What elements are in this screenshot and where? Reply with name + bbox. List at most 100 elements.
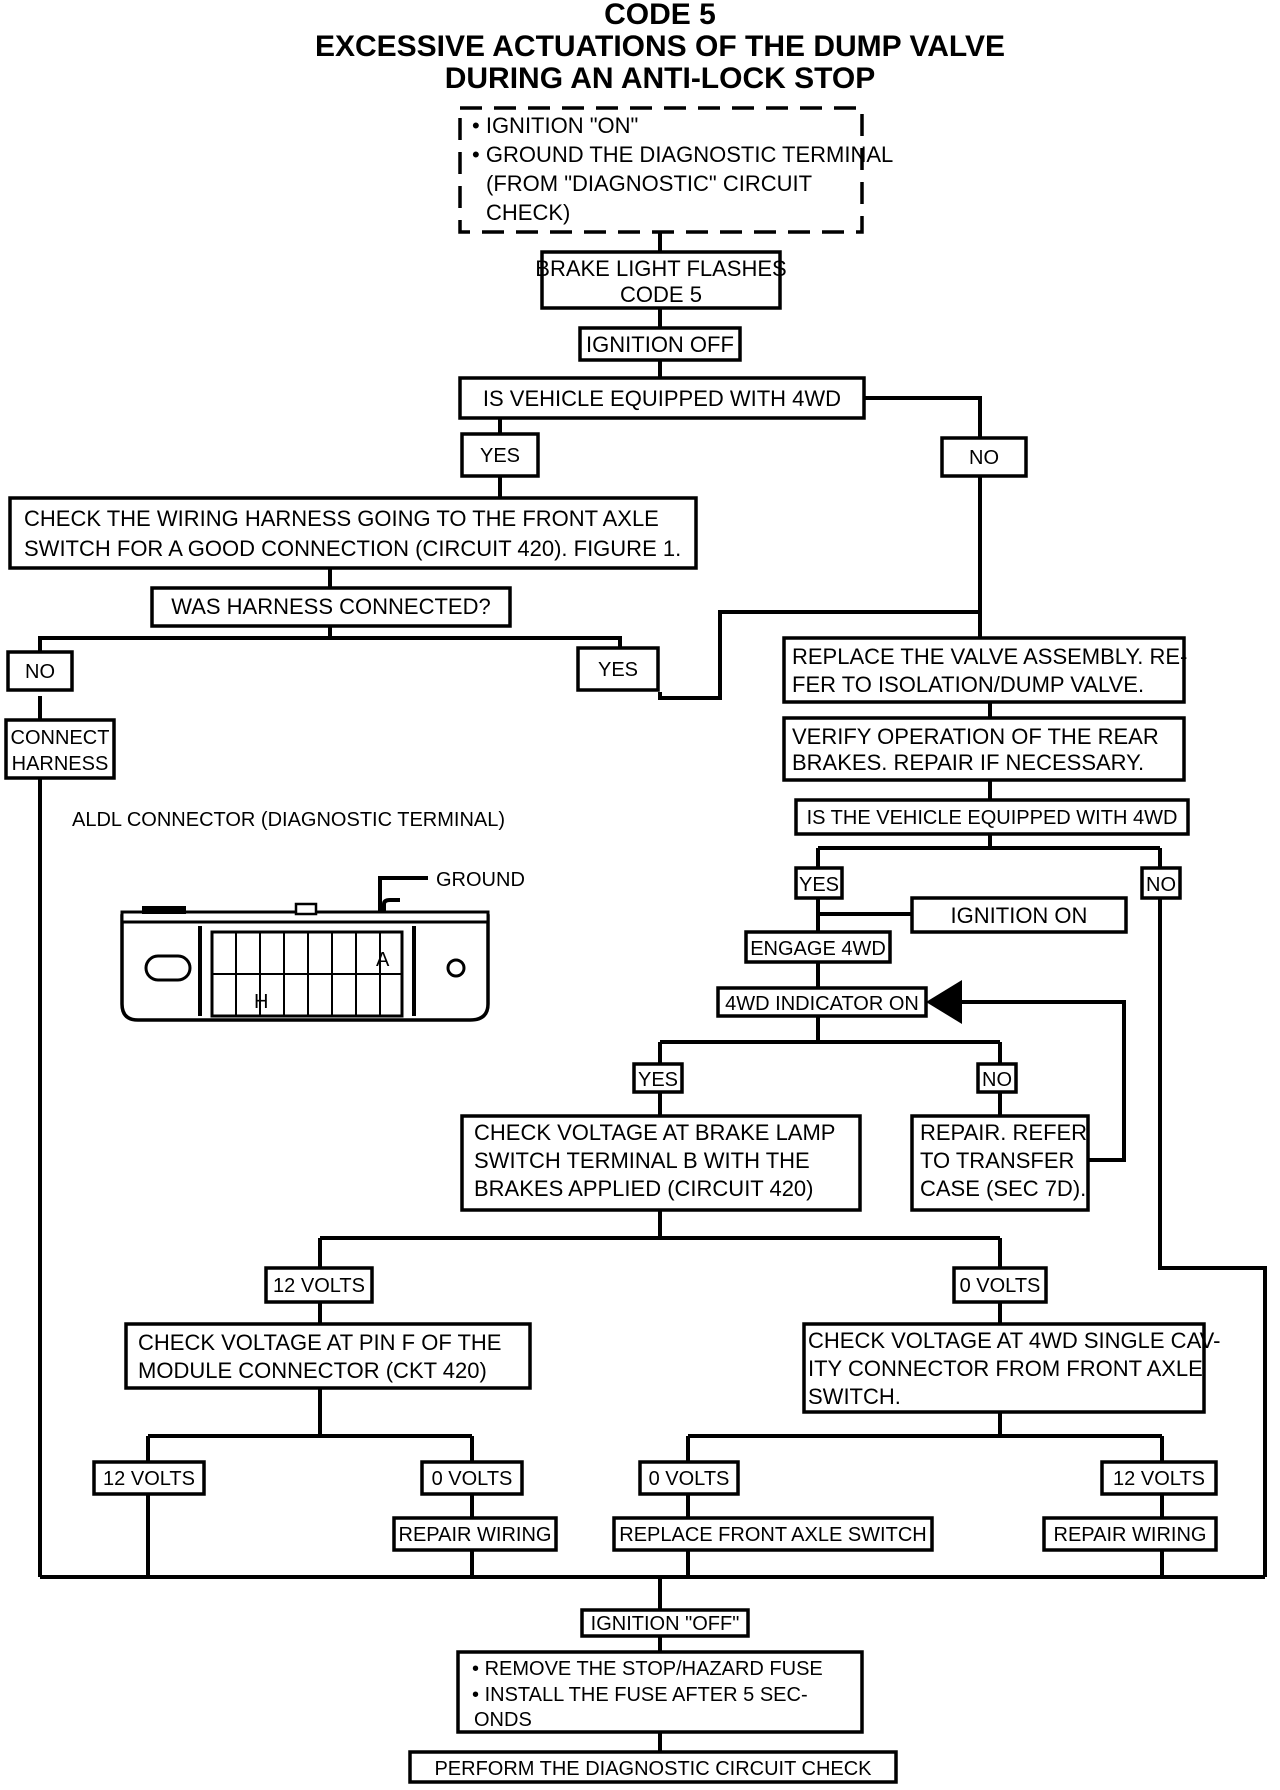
connector-key — [294, 902, 318, 916]
pin-h-label: H — [254, 991, 268, 1013]
repair-wiring-box-2: REPAIR WIRING — [1042, 1516, 1218, 1552]
engage-4wd-box: ENGAGE 4WD — [744, 930, 892, 964]
indicator-on-text: 4WD INDICATOR ON — [725, 993, 919, 1015]
loop-arrow-head — [926, 980, 962, 1024]
no-label-4: NO — [976, 1062, 1018, 1094]
perform-check-box: PERFORM THE DIAGNOSTIC CIRCUIT CHECK — [408, 1750, 898, 1784]
volts-12-label-a: 12 VOLTS — [264, 1266, 374, 1304]
repair-transfer-text-3: CASE (SEC 7D). — [920, 1176, 1086, 1201]
pin-a-label: A — [376, 949, 390, 971]
precondition-bullet-2: • GROUND THE DIAGNOSTIC TERMINAL — [472, 142, 893, 167]
ignition-off-box-1: IGNITION OFF — [578, 326, 742, 362]
verify-rear-box: VERIFY OPERATION OF THE REAR BRAKES. REP… — [782, 716, 1186, 782]
yes-text-1: YES — [480, 445, 520, 467]
replace-switch-box: REPLACE FRONT AXLE SWITCH — [612, 1516, 934, 1552]
check-brake-lamp-text-1: CHECK VOLTAGE AT BRAKE LAMP — [474, 1120, 835, 1145]
check-harness-text-2: SWITCH FOR A GOOD CONNECTION (CIRCUIT 42… — [24, 536, 681, 561]
yes-text-2: YES — [598, 659, 638, 681]
fuse-bullet-2: • INSTALL THE FUSE AFTER 5 SEC- — [472, 1684, 808, 1706]
question-harness-box: WAS HARNESS CONNECTED? — [150, 586, 512, 628]
precondition-text-2: GROUND THE DIAGNOSTIC TERMINAL — [486, 142, 893, 167]
question-harness-text: WAS HARNESS CONNECTED? — [171, 594, 490, 619]
check-pin-f-box: CHECK VOLTAGE AT PIN F OF THE MODULE CON… — [124, 1322, 532, 1390]
no-label-1: NO — [940, 436, 1028, 478]
question-4wd-text-2: IS THE VEHICLE EQUIPPED WITH 4WD — [807, 807, 1178, 829]
precondition-box: • IGNITION "ON" • GROUND THE DIAGNOSTIC … — [458, 106, 893, 234]
yes-label-3: YES — [794, 866, 844, 900]
ignition-off-text-2: IGNITION "OFF" — [591, 1613, 740, 1635]
check-brake-lamp-text-3: BRAKES APPLIED (CIRCUIT 420) — [474, 1176, 814, 1201]
precondition-text-4: CHECK) — [486, 200, 570, 225]
title-line-1: CODE 5 — [604, 0, 716, 31]
pin-grid-lines — [212, 932, 402, 1016]
right-mounting-hole — [446, 958, 466, 978]
check-harness-box: CHECK THE WIRING HARNESS GOING TO THE FR… — [8, 496, 698, 570]
check-single-cavity-box: CHECK VOLTAGE AT 4WD SINGLE CAV- ITY CON… — [802, 1322, 1220, 1414]
volts-12-text-c: 12 VOLTS — [1113, 1468, 1205, 1490]
no-text-1: NO — [969, 447, 999, 469]
yes-text-3: YES — [799, 874, 839, 896]
title-line-2: EXCESSIVE ACTUATIONS OF THE DUMP VALVE — [315, 30, 1005, 63]
volts-12-label-c: 12 VOLTS — [1100, 1460, 1218, 1496]
question-4wd-text-1: IS VEHICLE EQUIPPED WITH 4WD — [483, 386, 841, 411]
fuse-text-3: ONDS — [474, 1709, 532, 1731]
repair-transfer-text-2: TO TRANSFER — [920, 1148, 1074, 1173]
no-text-4: NO — [982, 1069, 1012, 1091]
check-pin-f-text-1: CHECK VOLTAGE AT PIN F OF THE — [138, 1330, 501, 1355]
no-text-3: NO — [1146, 874, 1176, 896]
no-label-2: NO — [6, 650, 74, 692]
volts-12-text-b: 12 VOLTS — [103, 1468, 195, 1490]
fuse-bullet-1: • REMOVE THE STOP/HAZARD FUSE — [472, 1658, 823, 1680]
no-label-3: NO — [1140, 866, 1182, 900]
ignition-off-box-2: IGNITION "OFF" — [580, 1608, 750, 1638]
connect-harness-text-1: CONNECT — [11, 727, 110, 749]
replace-valve-text-1: REPLACE THE VALVE ASSEMBLY. RE- — [792, 644, 1187, 669]
ignition-on-text: IGNITION ON — [951, 903, 1088, 928]
bullet-icon: • — [472, 142, 486, 167]
replace-valve-box: REPLACE THE VALVE ASSEMBLY. RE- FER TO I… — [782, 636, 1187, 704]
verify-rear-text-1: VERIFY OPERATION OF THE REAR — [792, 724, 1159, 749]
check-single-cavity-text-3: SWITCH. — [808, 1384, 901, 1409]
volts-0-text-b: 0 VOLTS — [432, 1468, 513, 1490]
brake-light-box: BRAKE LIGHT FLASHES CODE 5 — [535, 250, 787, 310]
volts-0-text-c: 0 VOLTS — [649, 1468, 730, 1490]
repair-wiring-text-2: REPAIR WIRING — [1054, 1524, 1207, 1546]
aldl-connector-figure: ALDL CONNECTOR (DIAGNOSTIC TERMINAL) GRO… — [72, 809, 525, 1022]
no-text-2: NO — [25, 661, 55, 683]
fuse-box: • REMOVE THE STOP/HAZARD FUSE • INSTALL … — [456, 1650, 864, 1734]
connector-top-tab — [142, 906, 186, 914]
check-single-cavity-text-2: ITY CONNECTOR FROM FRONT AXLE — [808, 1356, 1203, 1381]
aldl-caption: ALDL CONNECTOR (DIAGNOSTIC TERMINAL) — [72, 809, 505, 831]
connect-harness-box: CONNECT HARNESS — [4, 718, 116, 780]
bullet-icon: • — [472, 1684, 485, 1706]
connector-lines — [38, 232, 1267, 1752]
ground-label: GROUND — [436, 869, 525, 891]
fuse-text-2: INSTALL THE FUSE AFTER 5 SEC- — [485, 1684, 808, 1706]
yes-text-4: YES — [638, 1069, 678, 1091]
check-brake-lamp-box: CHECK VOLTAGE AT BRAKE LAMP SWITCH TERMI… — [460, 1114, 862, 1212]
check-pin-f-text-2: MODULE CONNECTOR (CKT 420) — [138, 1358, 487, 1383]
repair-wiring-text-1: REPAIR WIRING — [399, 1524, 552, 1546]
volts-0-text-a: 0 VOLTS — [960, 1275, 1041, 1297]
precondition-text-3: (FROM "DIAGNOSTIC" CIRCUIT — [486, 171, 812, 196]
brake-light-text-1: BRAKE LIGHT FLASHES — [535, 256, 786, 281]
ignition-on-box: IGNITION ON — [910, 896, 1128, 934]
volts-0-label-c: 0 VOLTS — [638, 1460, 740, 1496]
repair-wiring-box-1: REPAIR WIRING — [392, 1516, 558, 1552]
connect-harness-text-2: HARNESS — [12, 753, 109, 775]
check-single-cavity-text-1: CHECK VOLTAGE AT 4WD SINGLE CAV- — [808, 1328, 1220, 1353]
repair-transfer-text-1: REPAIR. REFER — [920, 1120, 1087, 1145]
replace-valve-text-2: FER TO ISOLATION/DUMP VALVE. — [792, 672, 1144, 697]
indicator-on-box: 4WD INDICATOR ON — [716, 986, 928, 1018]
left-mounting-slot — [144, 954, 192, 982]
volts-0-label-a: 0 VOLTS — [952, 1266, 1048, 1304]
yes-label-1: YES — [460, 432, 540, 478]
ignition-off-text-1: IGNITION OFF — [586, 332, 734, 357]
precondition-bullet-1: • IGNITION "ON" — [472, 113, 638, 138]
brake-light-text-2: CODE 5 — [620, 282, 702, 307]
volts-12-text-a: 12 VOLTS — [273, 1275, 365, 1297]
bullet-icon: • — [472, 113, 486, 138]
precondition-text-1: IGNITION "ON" — [486, 113, 639, 138]
check-brake-lamp-text-2: SWITCH TERMINAL B WITH THE — [474, 1148, 810, 1173]
